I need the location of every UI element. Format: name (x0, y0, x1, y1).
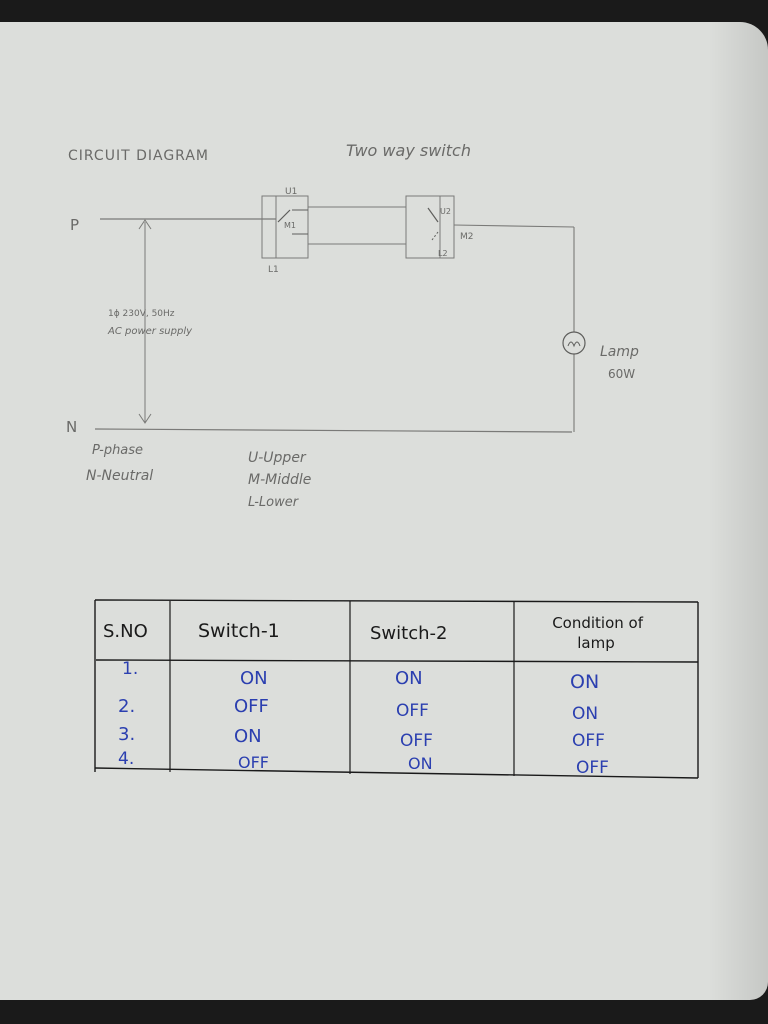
table-bottom-border (94, 767, 699, 779)
phase-terminal-label: P (70, 216, 79, 234)
switch-2-lower-contact (431, 231, 439, 241)
table-header-switch-2: Switch-2 (370, 623, 447, 644)
switch-2-middle-label: M2 (460, 232, 474, 242)
neutral-wire (94, 428, 573, 433)
table-row: 4. OFF ON OFF (118, 749, 609, 778)
row-1-switch-2: ON (395, 668, 423, 689)
row-2-lamp: ON (572, 704, 598, 724)
switch-1-blade (277, 209, 291, 223)
switch-1-box (261, 195, 309, 259)
switch-2-blade (427, 207, 439, 223)
legend-lower: L-Lower (248, 495, 300, 510)
neutral-terminal-label: N (66, 418, 77, 436)
row-4-switch-1: OFF (238, 753, 269, 772)
table-header-lamp-condition: Condition of lamp (552, 614, 648, 652)
legend-upper: U-Upper (248, 450, 307, 466)
lamp-label: Lamp (600, 344, 639, 360)
table-top-border (94, 599, 699, 603)
supply-spec-line2: AC power supply (107, 326, 193, 337)
supply-arrow-head-down (138, 413, 152, 424)
row-1-lamp: ON (570, 671, 599, 693)
switch-1-upper-label: U1 (285, 187, 297, 197)
lamp-icon (562, 331, 586, 355)
page-shadow (708, 22, 768, 1000)
switch-2-box (405, 195, 455, 259)
row-3-switch-2: OFF (400, 731, 433, 751)
row-3-sno: 3. (118, 724, 135, 745)
table-header-sno: S.NO (103, 621, 148, 642)
switch-1-lower-label: L1 (268, 265, 279, 275)
notebook-page: CIRCUIT DIAGRAM Two way switch P N 1ϕ 23… (0, 22, 768, 1000)
table-header-separator (95, 659, 699, 663)
row-2-switch-1: OFF (234, 696, 269, 717)
legend-phase: P-phase (92, 443, 143, 458)
supply-spec-line1: 1ϕ 230V, 50Hz (108, 309, 175, 319)
table-row: 3. ON OFF OFF (118, 724, 605, 751)
switch-2-output-wire (453, 224, 575, 228)
switch-truth-table: S.NO Switch-1 Switch-2 Condition of lamp… (94, 599, 699, 779)
row-3-lamp: OFF (572, 731, 605, 751)
legend-neutral: N-Neutral (86, 468, 153, 484)
lamp-filament-icon (567, 341, 581, 348)
lamp-rating: 60W (608, 367, 635, 381)
table-row: 2. OFF OFF ON (118, 696, 598, 724)
row-3-switch-1: ON (234, 726, 262, 747)
switch-2-upper-label: U2 (440, 207, 451, 216)
legend-middle: M-Middle (248, 472, 311, 488)
row-4-switch-2: ON (408, 754, 433, 773)
diagram-subtitle: Two way switch (346, 141, 471, 160)
switch-2-lower-label: L2 (438, 249, 448, 258)
circuit-diagram-canvas: CIRCUIT DIAGRAM Two way switch P N 1ϕ 23… (66, 141, 699, 779)
table-header-switch-1: Switch-1 (198, 620, 280, 642)
row-4-sno: 4. (118, 749, 134, 769)
row-1-sno: 1. (122, 659, 138, 679)
row-2-switch-2: OFF (396, 701, 429, 721)
row-2-sno: 2. (118, 696, 135, 717)
diagram-title: CIRCUIT DIAGRAM (68, 148, 209, 164)
switch-1-middle-label: M1 (284, 221, 296, 230)
row-1-switch-1: ON (240, 668, 268, 689)
row-4-lamp: OFF (576, 758, 609, 778)
supply-arrow-head-up (138, 219, 152, 230)
table-row: 1. ON ON ON (122, 659, 599, 693)
